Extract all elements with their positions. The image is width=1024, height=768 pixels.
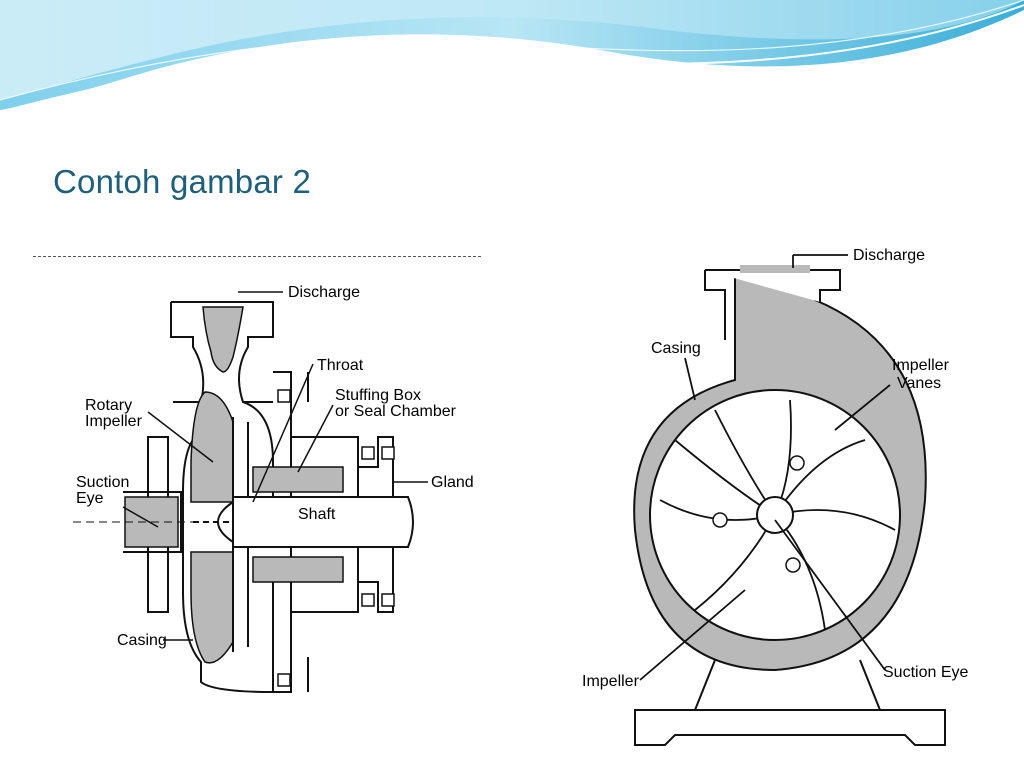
label-discharge: Discharge <box>853 247 925 264</box>
header-wave-front <box>0 0 1024 100</box>
label-shaft: Shaft <box>298 506 336 523</box>
label-vanes-1: Impeller <box>892 357 950 374</box>
label-suction-eye: Suction Eye <box>883 664 968 681</box>
slide-title: Contoh gambar 2 <box>53 163 311 200</box>
label-suction-2: Eye <box>76 490 104 507</box>
volute-impeller-diagram: Discharge Casing Impeller Vanes Impeller… <box>582 247 968 746</box>
label-vanes-2: Vanes <box>897 375 941 392</box>
label-gland: Gland <box>431 474 474 491</box>
pump-section-diagram: Discharge Throat Stuffing Box or Seal Ch… <box>73 284 474 694</box>
title-divider <box>33 256 481 257</box>
label-throat: Throat <box>317 357 364 374</box>
label-stuffing-box-1: Stuffing Box <box>335 387 421 404</box>
label-rotary-1: Rotary <box>85 397 132 414</box>
label-discharge: Discharge <box>288 284 360 301</box>
label-suction-1: Suction <box>76 474 129 491</box>
label-impeller: Impeller <box>582 673 640 690</box>
label-casing: Casing <box>117 632 167 649</box>
label-rotary-2: Impeller <box>85 413 143 430</box>
label-casing: Casing <box>651 340 701 357</box>
header-wave-line <box>0 4 1024 113</box>
label-stuffing-box-2: or Seal Chamber <box>335 403 457 420</box>
